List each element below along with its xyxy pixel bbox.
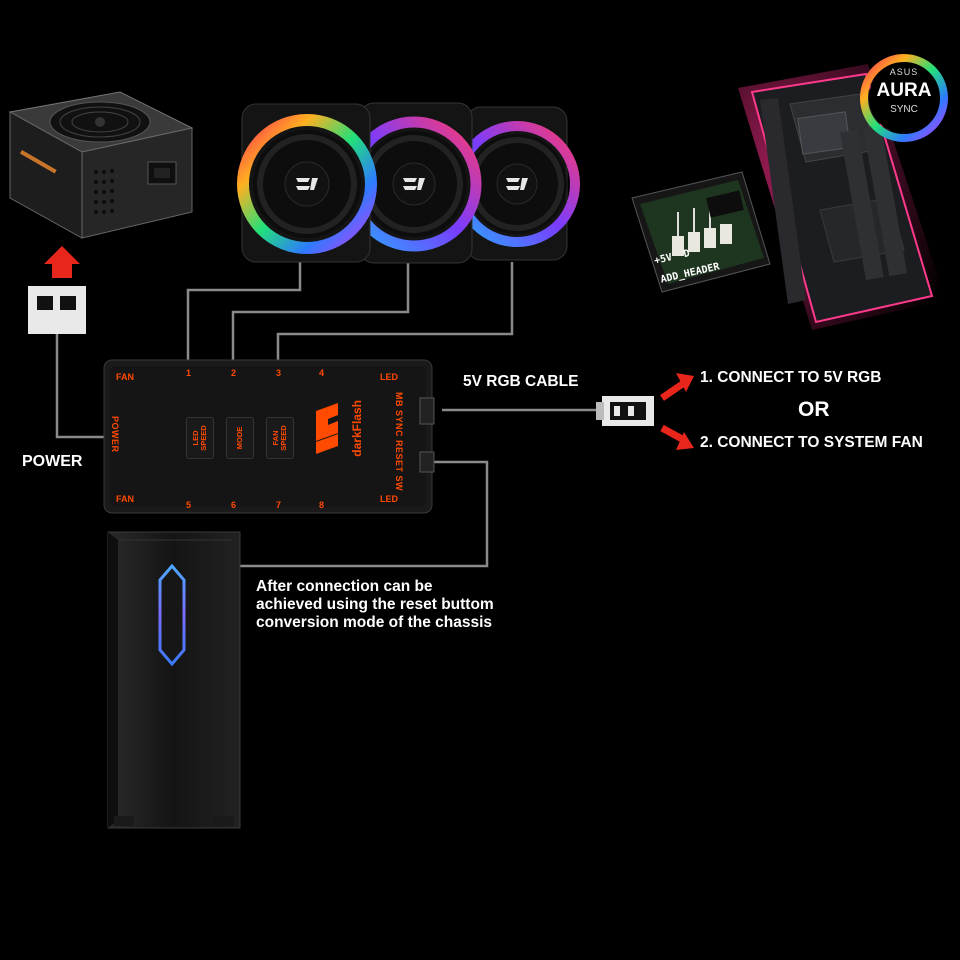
aura-name: AURA	[876, 80, 932, 101]
option-2-label: 2. CONNECT TO SYSTEM FAN	[700, 434, 923, 451]
connector-icon	[28, 286, 86, 334]
darkflash-logo-icon	[316, 403, 338, 454]
hub-brand: darkFlash	[350, 400, 364, 457]
arrow-icon	[660, 373, 694, 401]
connector-icon	[596, 396, 654, 426]
hub-port-8: 8	[319, 500, 325, 510]
arrow-icon	[44, 246, 80, 278]
hub-label-reset-sw: RESET SW	[394, 440, 404, 492]
psu-icon	[8, 91, 194, 239]
motherboard-icon	[631, 64, 946, 330]
aura-sync-logo	[860, 54, 948, 142]
hub-port-2: 2	[231, 368, 237, 378]
mode-button[interactable]: MODE	[226, 417, 254, 459]
hub-port-7: 7	[276, 500, 282, 510]
hub-port-3: 3	[276, 368, 282, 378]
hub-port-5: 5	[186, 500, 192, 510]
led-speed-button[interactable]: LED SPEED	[186, 417, 214, 459]
hub-label-power: POWER	[110, 416, 120, 453]
fan-speed-button[interactable]: FAN SPEED	[266, 417, 294, 459]
hub-port-4: 4	[319, 368, 325, 378]
hub-port-6: 6	[231, 500, 237, 510]
fan-icon	[237, 103, 377, 263]
aura-brand: ASUS	[889, 67, 919, 77]
or-label: OR	[798, 398, 830, 421]
option-1-label: 1. CONNECT TO 5V RGB	[700, 369, 882, 386]
mode-label: MODE	[235, 426, 244, 450]
hub-port-1: 1	[186, 368, 192, 378]
hub-label-mb-sync: MB SYNC	[394, 392, 404, 438]
chassis-icon	[107, 531, 241, 829]
reset-note: After connection can be achieved using t…	[256, 578, 494, 631]
power-label: POWER	[22, 453, 83, 470]
hub-label-led-bottom: LED	[380, 494, 398, 504]
hub-label-led-top: LED	[380, 372, 398, 382]
cable-label: 5V RGB CABLE	[463, 373, 579, 390]
led-speed-label: LED SPEED	[191, 425, 208, 451]
hub-label-fan-bottom: FAN	[116, 494, 134, 504]
arrow-icon	[660, 424, 694, 450]
hub-label-fan-top: FAN	[116, 372, 134, 382]
fan-speed-label: FAN SPEED	[271, 425, 288, 451]
aura-sub: SYNC	[890, 104, 918, 115]
